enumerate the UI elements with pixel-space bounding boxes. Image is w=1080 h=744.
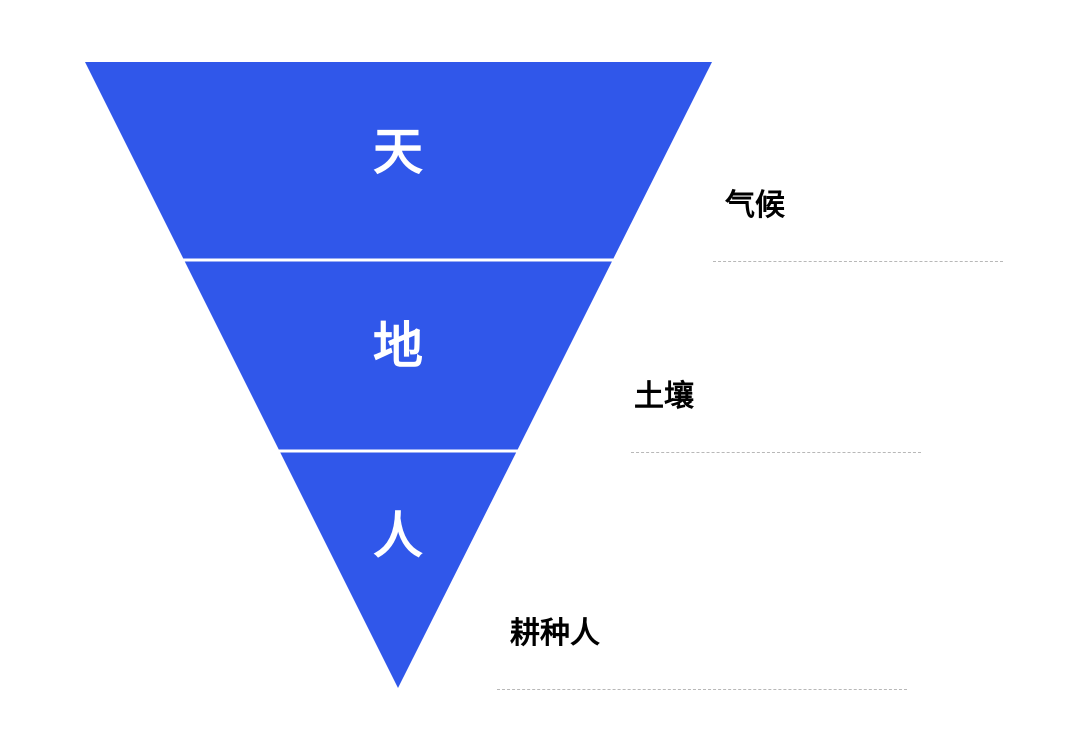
tier-label-heaven: 天 xyxy=(373,123,423,181)
annotation-soil: 土壤 xyxy=(634,379,694,414)
tier-label-human: 人 xyxy=(373,507,423,565)
annotation-line xyxy=(497,689,907,690)
tier-label-earth: 地 xyxy=(373,317,423,375)
pyramid-shape xyxy=(85,62,712,688)
annotation-line xyxy=(631,452,921,453)
annotation-farmer: 耕种人 xyxy=(510,616,600,651)
annotation-climate: 气候 xyxy=(725,188,785,223)
annotation-line xyxy=(713,261,1003,262)
